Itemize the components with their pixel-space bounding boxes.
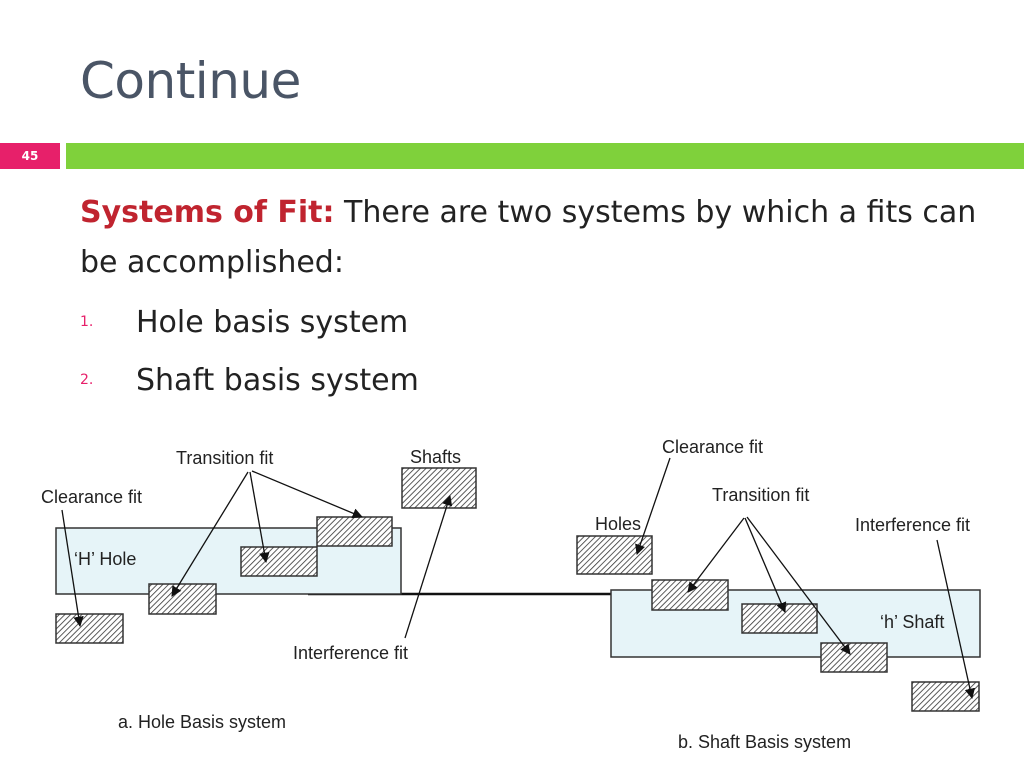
- intro-text: There are two systems by which a fits ca…: [80, 195, 977, 280]
- shaft-block: [55, 613, 124, 644]
- label-transition-fit: Transition fit: [712, 485, 809, 505]
- slide-title: Continue: [80, 52, 301, 110]
- intro-paragraph: Systems of Fit: There are two systems by…: [80, 188, 980, 288]
- hole-block: [741, 603, 818, 634]
- shaft-block: [240, 546, 318, 577]
- list-item-text: Shaft basis system: [136, 362, 419, 398]
- list-item: 2. Shaft basis system: [80, 360, 419, 400]
- label-transition-fit: Transition fit: [176, 448, 273, 468]
- hole-basis-diagram: Clearance fit Transition fit Shafts ‘H’ …: [41, 447, 477, 732]
- shaft-block: [316, 516, 393, 547]
- label-hole: ‘H’ Hole: [74, 549, 136, 569]
- label-shafts: Shafts: [410, 447, 461, 467]
- slide-number-badge: 45: [0, 143, 60, 169]
- list-item-number: 2.: [80, 372, 94, 388]
- label-shaft: ‘h’ Shaft: [880, 612, 944, 632]
- caption-shaft-basis: b. Shaft Basis system: [678, 732, 851, 752]
- title-divider-bar: [66, 143, 1024, 169]
- label-interference-fit: Interference fit: [855, 515, 970, 535]
- label-clearance-fit: Clearance fit: [41, 487, 142, 507]
- hole-block: [651, 579, 729, 611]
- label-clearance-fit: Clearance fit: [662, 437, 763, 457]
- slide-number: 45: [21, 149, 39, 163]
- list-item-text: Hole basis system: [136, 304, 409, 340]
- label-holes: Holes: [595, 514, 641, 534]
- shaft-basis-diagram: Clearance fit Transition fit Holes Inter…: [576, 437, 981, 752]
- intro-lead: Systems of Fit:: [80, 195, 335, 230]
- fit-systems-diagram: Clearance fit Transition fit Shafts ‘H’ …: [41, 437, 981, 752]
- hole-block: [820, 642, 888, 673]
- shaft-block: [148, 583, 217, 615]
- hole-block: [576, 535, 653, 575]
- list-item: 1. Hole basis system: [80, 302, 408, 342]
- list-item-number: 1.: [80, 314, 94, 330]
- caption-hole-basis: a. Hole Basis system: [118, 712, 286, 732]
- shaft-block: [401, 467, 477, 509]
- label-interference-fit: Interference fit: [293, 643, 408, 663]
